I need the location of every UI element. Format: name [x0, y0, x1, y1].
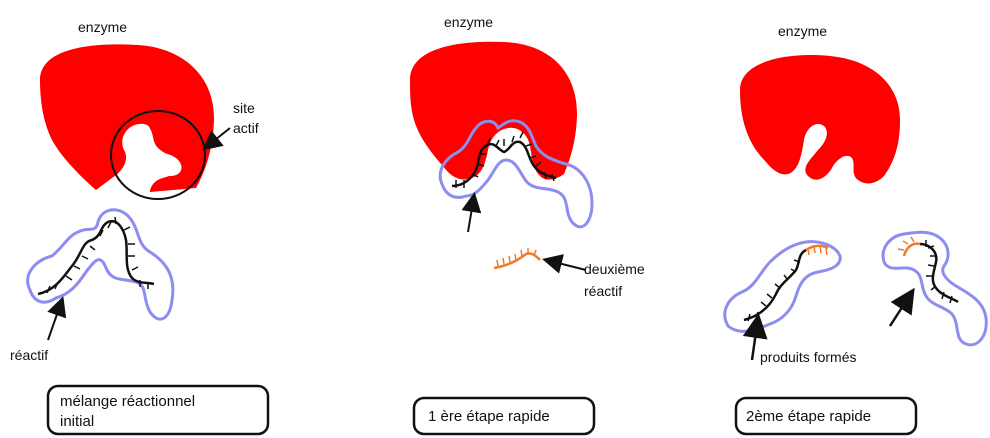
second-reactant-label-line1: deuxième [584, 261, 645, 277]
second-reactant-label-line2: réactif [584, 283, 622, 299]
product-outline-1 [725, 242, 840, 332]
caption-3: 2ème étape rapide [746, 408, 871, 425]
product-orange-1 [806, 246, 828, 250]
products-label: produits formés [760, 349, 856, 365]
bound-reactant-arrow [468, 196, 474, 232]
panel-first-step: enzyme deuxième réactif 1 ère étape rapi… [410, 14, 645, 434]
reactant-arrow-1 [48, 300, 62, 340]
panel-initial-mixture: enzyme site actif réactif mélange réacti… [10, 19, 268, 434]
product-arrow-1 [752, 318, 758, 360]
enzyme-label-2: enzyme [444, 14, 493, 30]
site-label-line2: actif [233, 120, 259, 136]
reactant-outline-1 [28, 210, 173, 319]
panel-second-step: enzyme produits formés 2ème étape rapide [725, 23, 986, 434]
caption-1-line1: mélange réactionnel [60, 393, 195, 410]
second-reactant-hatch-2 [497, 248, 536, 266]
product-arrow-2 [890, 292, 912, 326]
product-orange-hatch-2 [898, 237, 914, 250]
enzyme-label-1: enzyme [78, 19, 127, 35]
caption-1-line2: initial [60, 413, 94, 430]
enzyme-label-3: enzyme [778, 23, 827, 39]
enzyme-shape-3 [740, 55, 900, 183]
site-label-line1: site [233, 100, 255, 116]
enzyme-shape-1 [40, 44, 214, 192]
product-hatch-1 [748, 260, 800, 321]
caption-2: 1 ère étape rapide [428, 408, 550, 425]
second-reactant-2 [494, 253, 540, 268]
second-reactant-arrow [546, 260, 586, 270]
product-orange-2 [904, 244, 920, 256]
reactant-label-1: réactif [10, 347, 48, 363]
